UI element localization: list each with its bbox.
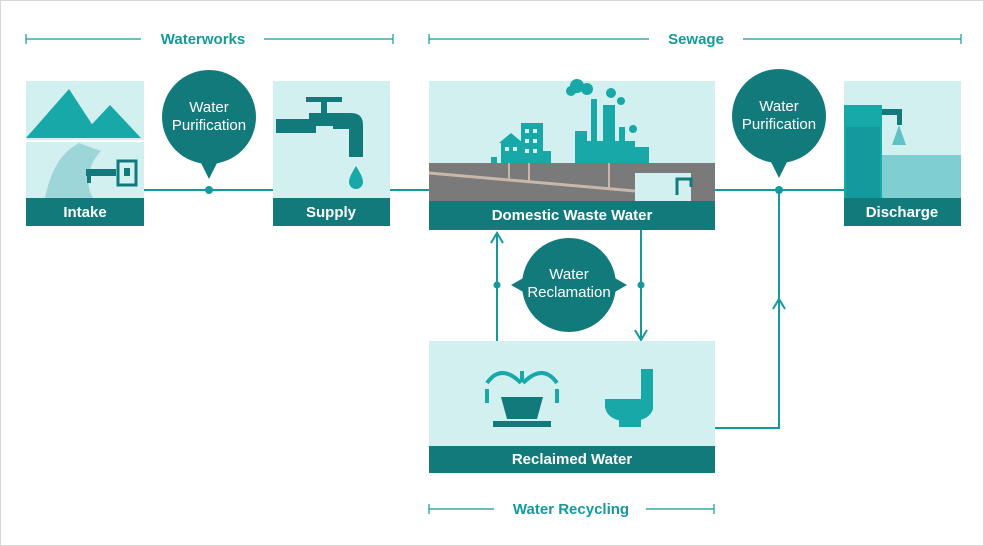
water-recycling-heading: Water Recycling — [513, 501, 629, 518]
junction-dot — [493, 281, 501, 289]
discharge-pipe-icon — [882, 109, 902, 115]
purification-2-line2: Purification — [742, 116, 816, 133]
discharge-stream-icon — [892, 125, 906, 145]
waterworks-heading: Waterworks — [161, 31, 245, 48]
intake-pump-icon — [86, 159, 138, 187]
down-arrow-icon — [634, 329, 648, 342]
purification-2-line1: Water — [759, 98, 798, 115]
sewer-pipe — [428, 171, 636, 193]
toilet-icon — [605, 369, 653, 427]
up-arrow-left-icon — [490, 231, 504, 244]
connector-dots — [205, 186, 783, 289]
domestic-waste-water-label: Domestic Waste Water — [492, 207, 653, 224]
outflow-pipe-icon — [675, 177, 693, 195]
sewage-heading: Sewage — [668, 31, 724, 48]
water-recycling-heading-group: Water Recycling — [428, 501, 715, 518]
supply-node: Supply — [273, 81, 390, 226]
river-icon — [45, 143, 101, 198]
purification-1-line1: Water — [189, 99, 228, 116]
reclaimed-to-discharge-line — [715, 190, 780, 429]
faucet-icon — [276, 97, 363, 157]
junction-dot — [205, 186, 213, 194]
junction-dot — [775, 186, 783, 194]
purification-bubble-2: Water Purification — [732, 69, 826, 178]
intake-node: Intake — [26, 81, 144, 226]
supply-label: Supply — [306, 204, 357, 221]
discharge-node: Discharge — [844, 81, 961, 226]
waterworks-heading-group: Waterworks — [25, 31, 394, 48]
up-arrow-right-icon — [772, 297, 786, 310]
sewage-heading-group: Sewage — [428, 31, 962, 48]
purification-1-line2: Purification — [172, 117, 246, 134]
reclaimed-water-label: Reclaimed Water — [512, 451, 632, 468]
reclaimed-water-node: Reclaimed Water — [429, 341, 715, 473]
factory-icon — [566, 79, 649, 163]
water-drop-icon — [349, 166, 363, 189]
reclamation-bubble: Water Reclamation — [511, 238, 627, 332]
reclamation-line2: Reclamation — [527, 284, 610, 301]
treatment-tank — [635, 173, 691, 201]
mountains-icon — [26, 89, 141, 138]
reclamation-line1: Water — [549, 266, 588, 283]
purification-bubble-1: Water Purification — [162, 70, 256, 179]
fountain-icon — [485, 371, 559, 427]
sea-water — [881, 155, 961, 198]
intake-label: Intake — [63, 204, 106, 221]
discharge-label: Discharge — [866, 204, 939, 221]
junction-dot — [637, 281, 645, 289]
domestic-waste-water-node: Domestic Waste Water — [428, 79, 715, 230]
